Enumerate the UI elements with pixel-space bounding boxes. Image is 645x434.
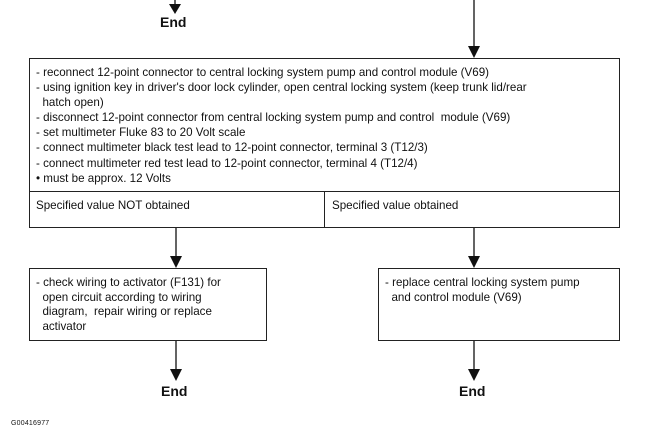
figure-id: G00416977 <box>11 420 50 427</box>
test-step: - connect multimeter black test lead to … <box>36 141 428 155</box>
left-branch-arrowhead <box>170 256 182 268</box>
test-step: - disconnect 12-point connector from cen… <box>36 111 511 125</box>
condition-not-obtained: Specified value NOT obtained <box>36 199 190 212</box>
condition-column-divider <box>324 191 325 227</box>
left-action-box: - check wiring to activator (F131) for o… <box>29 268 267 341</box>
main-test-step-box: - reconnect 12-point connector to centra… <box>29 58 620 228</box>
test-step: - set multimeter Fluke 83 to 20 Volt sca… <box>36 126 246 140</box>
test-step: - reconnect 12-point connector to centra… <box>36 66 490 79</box>
incoming-arrowhead <box>468 46 480 58</box>
top-end-label: End <box>160 14 187 30</box>
top-left-arrowhead <box>169 4 181 14</box>
test-step: - connect multimeter red test lead to 12… <box>36 156 418 170</box>
condition-obtained: Specified value obtained <box>332 199 459 212</box>
test-steps-list: - reconnect 12-point connector to centra… <box>36 65 527 186</box>
right-end-arrowhead <box>468 369 480 381</box>
right-end-label: End <box>459 383 486 399</box>
test-step: • must be approx. 12 Volts <box>36 171 171 185</box>
right-action-box: - replace central locking system pump an… <box>378 268 620 341</box>
test-step: - using ignition key in driver's door lo… <box>36 81 527 95</box>
left-end-arrowhead <box>170 369 182 381</box>
test-step: hatch open) <box>36 96 104 110</box>
right-branch-arrowhead <box>468 256 480 268</box>
left-end-label: End <box>161 383 188 399</box>
